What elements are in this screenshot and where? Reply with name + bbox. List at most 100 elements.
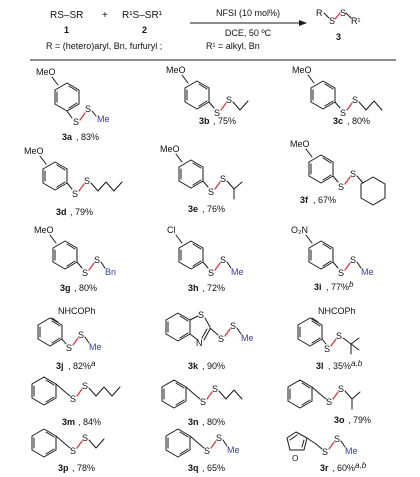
- svg-text:S: S: [212, 384, 218, 394]
- reagent-2: R¹S–SR¹: [122, 10, 163, 21]
- compound-3h: Cl S S Me 3h , 72%: [167, 225, 244, 293]
- svg-text:S: S: [338, 384, 344, 394]
- compound-3o: S S 3o , 79%: [287, 379, 371, 425]
- svg-text:S: S: [334, 434, 340, 444]
- svg-text:, 77%b: , 77%b: [326, 280, 354, 292]
- svg-text:3k: 3k: [188, 361, 199, 371]
- svg-text:O₂N: O₂N: [291, 225, 308, 235]
- scope-note-r1: R¹ = alkyl, Bn: [206, 41, 260, 51]
- svg-text:S: S: [336, 331, 342, 341]
- compound-3g: MeO S S Bn 3g , 80%: [34, 225, 116, 293]
- compound-3m: S S 3m , 84%: [31, 376, 121, 427]
- svg-text:MeO: MeO: [34, 225, 54, 235]
- compound-3i: O₂N S S Me 3i , 77%b: [291, 225, 374, 292]
- svg-text:, 76%: , 76%: [202, 204, 225, 214]
- svg-text:3r: 3r: [320, 463, 329, 473]
- compound-3n: S S 3n , 80%: [161, 379, 243, 427]
- svg-text:3p: 3p: [58, 463, 69, 473]
- svg-text:S: S: [322, 447, 328, 457]
- svg-text:S: S: [326, 397, 332, 407]
- svg-text:S: S: [85, 104, 91, 114]
- svg-text:, 65%: , 65%: [202, 463, 225, 473]
- svg-text:, 79%: , 79%: [348, 415, 371, 425]
- compound-3r: O S S Me 3r , 60%a,b: [286, 431, 367, 473]
- svg-text:S: S: [198, 310, 204, 320]
- svg-text:Me: Me: [231, 267, 244, 277]
- svg-text:S: S: [208, 187, 214, 197]
- svg-text:MeO: MeO: [160, 144, 180, 154]
- plus-sign: +: [102, 10, 108, 21]
- compound-label: 3a: [62, 132, 73, 142]
- svg-text:S: S: [72, 189, 78, 199]
- svg-text:S: S: [70, 446, 76, 456]
- svg-text:3l: 3l: [316, 361, 324, 371]
- svg-text:, 80%: , 80%: [202, 417, 225, 427]
- compound-yield: , 83%: [76, 132, 99, 142]
- svg-text:S: S: [66, 343, 72, 353]
- scope-note-r: R = (hetero)aryl, Bn, furfuryl ;: [46, 41, 162, 51]
- svg-text:S: S: [338, 268, 344, 278]
- svg-text:S: S: [84, 176, 90, 186]
- compound-3q: S S Me 3q , 65%: [165, 428, 240, 473]
- reagent-2-number: 2: [142, 25, 147, 35]
- compound-3e: MeO S S 3e , 76%: [160, 144, 243, 214]
- svg-text:, 75%: , 75%: [213, 116, 236, 126]
- svg-text:S: S: [94, 255, 100, 265]
- svg-text:Me: Me: [241, 333, 254, 343]
- compound-3k: S N S S Me 3k , 90%: [165, 310, 254, 371]
- compound-3l: NHCOPh S S 3l , 35%a,b: [297, 306, 363, 371]
- compound-3a: MeO S S Me 3a , 83%: [36, 67, 110, 142]
- svg-text:MeO: MeO: [166, 65, 186, 75]
- svg-text:S: S: [324, 344, 330, 354]
- catalyst-label: NFSI (10 mol%): [216, 8, 280, 18]
- svg-text:S: S: [214, 108, 220, 118]
- svg-text:, 60%a,b: , 60%a,b: [332, 461, 367, 473]
- svg-text:S: S: [82, 268, 88, 278]
- svg-text:, 80%: , 80%: [347, 116, 370, 126]
- conditions-label: DCE, 50 ºC: [225, 28, 272, 38]
- svg-text:S: S: [208, 268, 214, 278]
- svg-text:3h: 3h: [188, 283, 199, 293]
- svg-text:S: S: [82, 433, 88, 443]
- product-number: 3: [336, 32, 341, 42]
- svg-text:S: S: [230, 321, 236, 331]
- svg-text:3j: 3j: [56, 361, 64, 371]
- svg-text:S: S: [200, 397, 206, 407]
- svg-text:NHCOPh: NHCOPh: [58, 306, 96, 316]
- svg-text:Me: Me: [361, 267, 374, 277]
- svg-text:3g: 3g: [60, 283, 71, 293]
- svg-text:3c: 3c: [333, 116, 343, 126]
- svg-text:S: S: [340, 108, 346, 118]
- svg-text:MeO: MeO: [290, 139, 310, 149]
- product-s2: S: [340, 8, 346, 18]
- reagent-1-number: 1: [64, 25, 69, 35]
- svg-text:S: S: [350, 169, 356, 179]
- compound-3p: S S 3p , 78%: [31, 428, 105, 473]
- svg-text:S: S: [216, 433, 222, 443]
- svg-text:S: S: [78, 330, 84, 340]
- svg-text:Me: Me: [345, 446, 358, 456]
- svg-text:S: S: [220, 255, 226, 265]
- svg-text:S: S: [82, 381, 88, 391]
- svg-text:S: S: [220, 174, 226, 184]
- svg-text:S: S: [218, 334, 224, 344]
- svg-text:3m: 3m: [62, 417, 75, 427]
- svg-text:, 67%: , 67%: [313, 195, 336, 205]
- svg-text:, 80%: , 80%: [74, 283, 97, 293]
- compound-3b: MeO S S 3b , 75%: [166, 65, 249, 126]
- product-s1: S: [329, 16, 335, 26]
- svg-text:MeO: MeO: [292, 65, 312, 75]
- svg-text:S: S: [338, 182, 344, 192]
- svg-text:S: S: [350, 255, 356, 265]
- reagent-1: RS–SR: [50, 10, 83, 21]
- svg-text:Me: Me: [227, 445, 240, 455]
- compound-3c: MeO S S 3c , 80%: [292, 65, 383, 126]
- product-r1: R¹: [351, 16, 361, 26]
- svg-text:S: S: [70, 394, 76, 404]
- svg-text:MeO: MeO: [24, 146, 44, 156]
- svg-text:Cl: Cl: [167, 225, 176, 235]
- compound-3j: NHCOPh S S Me 3j , 82%a: [37, 306, 102, 371]
- svg-text:, 79%: , 79%: [70, 207, 93, 217]
- reaction-header: RS–SR 1 + R¹S–SR¹ 2 NFSI (10 mol%) DCE, …: [30, 8, 396, 61]
- svg-text:Me: Me: [89, 342, 102, 352]
